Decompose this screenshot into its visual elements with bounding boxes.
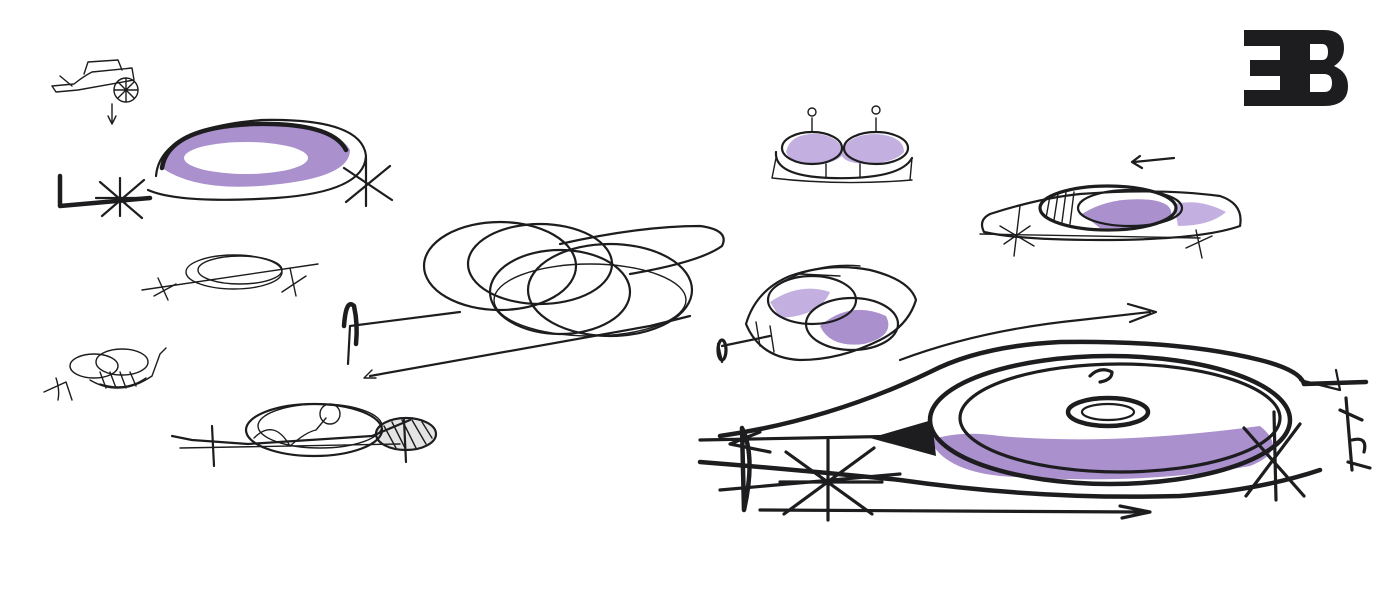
- loop-wireframe-sketch: [341, 220, 725, 379]
- oval-profile-sketch-large: [57, 118, 394, 220]
- twin-pod-sketch: [43, 347, 167, 401]
- carriage-sketch: [51, 59, 139, 125]
- eb-logo-icon: [1244, 30, 1348, 106]
- twin-dome-front-sketch: [771, 105, 914, 184]
- side-pod-sketch-right: [979, 154, 1242, 259]
- three-quarter-pod-sketch: [716, 264, 918, 364]
- oval-profile-sketch-small: [141, 254, 319, 301]
- hero-pod-sketch: [697, 302, 1372, 522]
- wheel-pod-sketch: [170, 402, 438, 468]
